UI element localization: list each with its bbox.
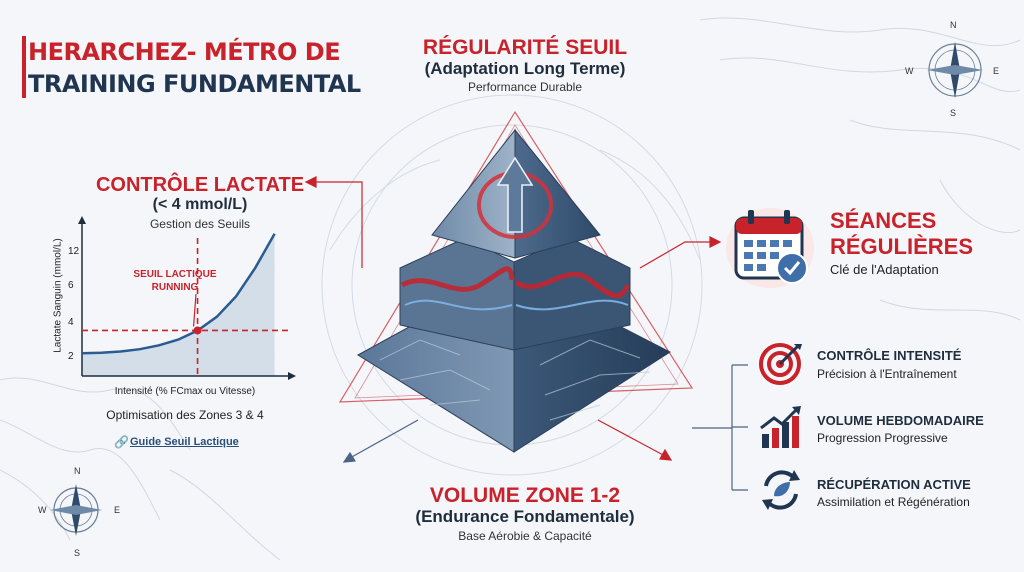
compass-s-label: S bbox=[74, 548, 81, 558]
threshold-annotation-line1: SEUIL LACTIQUE bbox=[133, 269, 217, 280]
guide-seuil-link[interactable]: Guide Seuil Lactique bbox=[130, 436, 239, 448]
seances-heading-line2: RÉGULIÈRES bbox=[830, 234, 974, 259]
seances-heading: SÉANCES RÉGULIÈRES bbox=[830, 208, 973, 260]
top-heading: RÉGULARITÉ SEUIL bbox=[422, 36, 628, 59]
compass-w-label: W bbox=[905, 66, 914, 76]
link-icon: 🔗 bbox=[114, 435, 129, 449]
compass-s-label: S bbox=[950, 108, 957, 118]
bar-growth-icon bbox=[760, 406, 801, 448]
seances-heading-line1: SÉANCES bbox=[830, 208, 937, 233]
chart-y-tick: 12 bbox=[68, 246, 80, 257]
chart-x-axis-label: Intensité (% FCmax ou Vitesse) bbox=[114, 386, 256, 397]
lactate-description: Gestion des Seuils bbox=[149, 217, 251, 231]
page-title-line1: HERARCHEZ- MÉTRO DE bbox=[28, 38, 341, 66]
list-item-description: Assimilation et Régénération bbox=[817, 495, 970, 509]
compass-e-label: E bbox=[993, 66, 1000, 76]
chart-y-tick: 4 bbox=[68, 317, 74, 328]
chart-y-axis-arrow bbox=[78, 216, 86, 224]
bottom-subheading: (Endurance Fondamentale) bbox=[415, 507, 635, 526]
threshold-annotation: SEUIL LACTIQUE RUNNING bbox=[115, 268, 235, 294]
title-accent-bar bbox=[22, 36, 26, 98]
chart-y-tick: 6 bbox=[68, 280, 74, 291]
bottom-description: Base Aérobie & Capacité bbox=[458, 529, 592, 543]
top-description: Performance Durable bbox=[467, 80, 583, 94]
list-item-description: Précision à l'Entraînement bbox=[817, 367, 957, 381]
compass-n-label: N bbox=[74, 466, 81, 476]
chart-y-axis-label: Lactate Sanguin (mmol/L) bbox=[52, 238, 64, 353]
calendar-icon bbox=[726, 208, 814, 288]
compass-e-label: E bbox=[114, 505, 121, 515]
seances-description: Clé de l'Adaptation bbox=[830, 262, 939, 277]
top-subheading: (Adaptation Long Terme) bbox=[424, 59, 626, 78]
list-item-heading: VOLUME HEBDOMADAIRE bbox=[817, 413, 984, 428]
list-item-description: Progression Progressive bbox=[817, 431, 948, 445]
chart-annotation-leader bbox=[192, 293, 197, 327]
chart-threshold-point bbox=[193, 326, 202, 335]
page-title-line2: TRAINING FUNDAMENTAL bbox=[28, 70, 361, 98]
compass-n-label: N bbox=[950, 20, 957, 30]
threshold-annotation-line2: RUNNING bbox=[151, 282, 199, 293]
list-item-heading: CONTRÔLE INTENSITÉ bbox=[817, 348, 962, 363]
lactate-subheading: (< 4 mmol/L) bbox=[152, 196, 248, 213]
optimisation-text: Optimisation des Zones 3 & 4 bbox=[106, 408, 264, 422]
chart-x-axis-arrow bbox=[288, 372, 296, 380]
up-arrow-icon bbox=[496, 156, 534, 233]
target-icon bbox=[759, 343, 802, 385]
compass-rose-icon-top bbox=[927, 42, 983, 98]
chart-series-line bbox=[81, 233, 276, 355]
lactate-heading: CONTRÔLE LACTATE bbox=[95, 174, 305, 196]
list-item-heading: RÉCUPÉRATION ACTIVE bbox=[817, 477, 971, 492]
compass-w-label: W bbox=[38, 505, 47, 515]
chart-y-tick: 2 bbox=[68, 351, 74, 362]
chart-area-fill bbox=[82, 233, 275, 376]
recovery-cycle-icon bbox=[762, 470, 800, 510]
compass-rose-icon-bottom bbox=[50, 484, 102, 536]
bottom-heading: VOLUME ZONE 1-2 bbox=[429, 484, 621, 507]
